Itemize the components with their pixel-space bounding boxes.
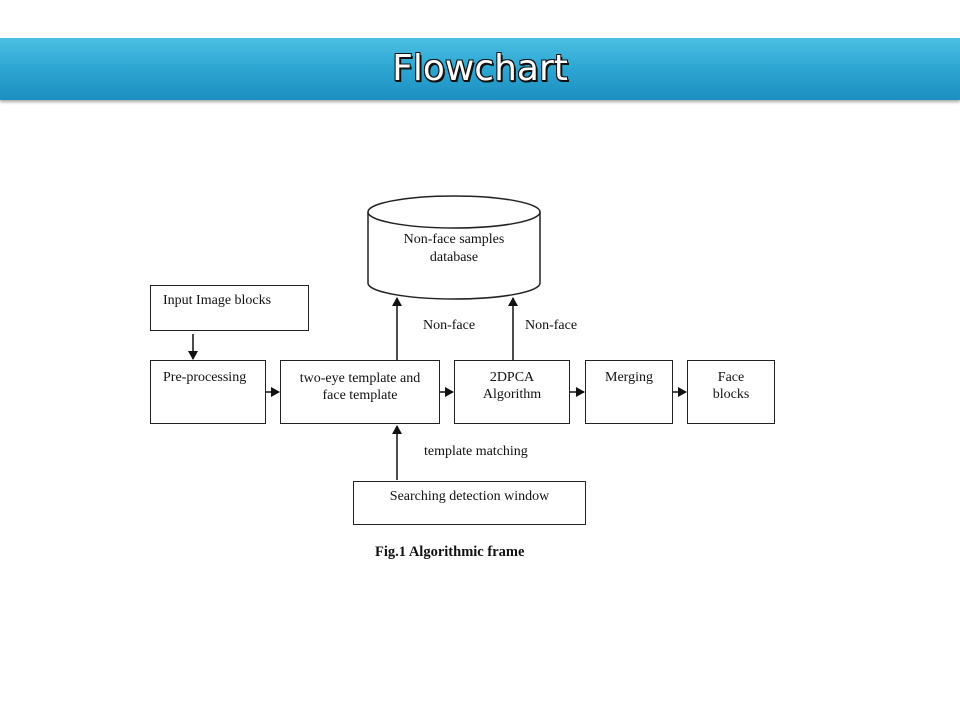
node-2dpca: 2DPCA Algorithm [454,360,570,424]
database-label: Non-face samples database [403,232,505,265]
node-input-image-blocks: Input Image blocks [150,285,309,331]
database-cylinder [367,195,541,300]
node-face-blocks: Face blocks [687,360,775,424]
edge-label-nonface-right: Non-face [525,318,578,333]
node-input-label: Input Image blocks [163,293,272,308]
node-pre-processing: Pre-processing [150,360,266,424]
node-template: two-eye template and face template [280,360,440,424]
node-merging-label: Merging [605,370,653,385]
node-search-label: Searching detection window [389,489,550,504]
node-template-label: two-eye template and face template [299,371,421,403]
node-face-label: Face blocks [712,370,750,402]
title-bar: Flowchart [0,38,960,100]
node-2dpca-label: 2DPCA Algorithm [482,370,542,402]
node-searching-detection-window: Searching detection window [353,481,586,525]
node-preprocessing-label: Pre-processing [163,370,247,385]
edge-label-template-matching: template matching [424,444,528,459]
node-merging: Merging [585,360,673,424]
page-title: Flowchart [392,48,568,89]
edge-label-nonface-left: Non-face [423,318,476,333]
figure-caption: Fig.1 Algorithmic frame [375,544,525,560]
